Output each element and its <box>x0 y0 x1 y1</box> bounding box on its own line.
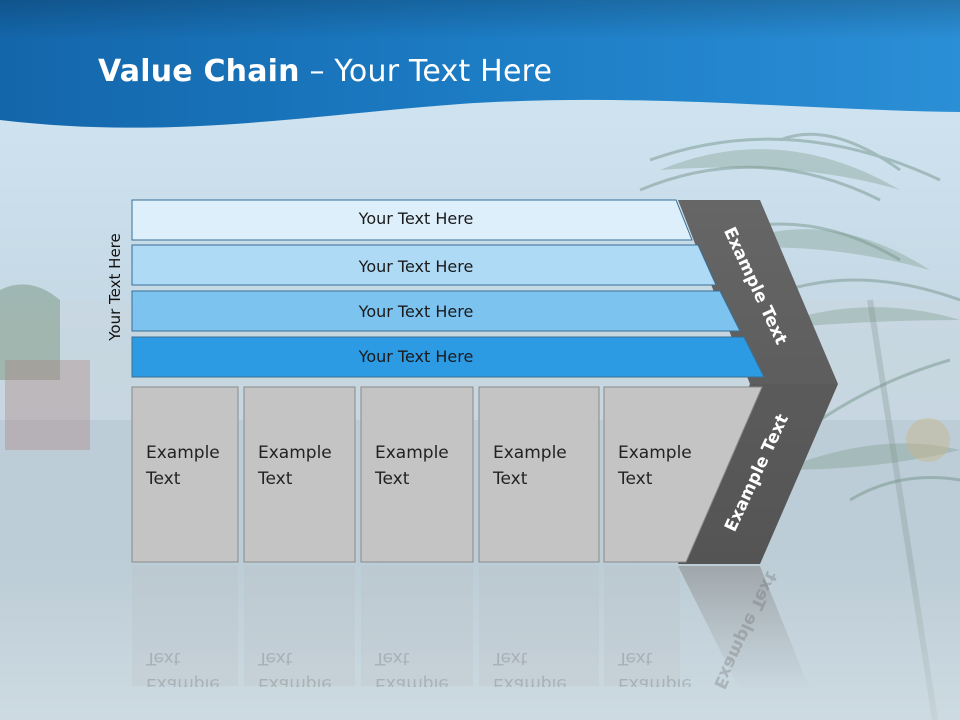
band-shape-3 <box>131 290 741 332</box>
band-shape-2 <box>131 244 717 286</box>
band-shape-1 <box>131 199 693 241</box>
box-4: Example Text <box>479 387 599 562</box>
box-shape-5 <box>603 386 763 563</box>
box-shape-2 <box>243 386 356 563</box>
box-5: Example Text <box>604 387 724 562</box>
box-label-2: Example Text <box>258 443 332 489</box>
title-bold: Value Chain <box>98 54 300 89</box>
band-shape-4 <box>131 336 765 378</box>
box-1: Example Text <box>132 387 238 562</box>
band-label-4: Your Text Here <box>358 347 474 366</box>
band-label-3: Your Text Here <box>358 302 474 321</box>
box-shape-1 <box>131 386 239 563</box>
band-label-2: Your Text Here <box>358 257 474 276</box>
box-3: Example Text <box>361 387 473 562</box>
band-label-1: Your Text Here <box>358 209 474 228</box>
box-2: Example Text <box>244 387 355 562</box>
box-label-4: Example Text <box>493 443 567 489</box>
box-shape-3 <box>360 386 474 563</box>
box-label-1: Example Text <box>146 443 220 489</box>
box-label-3: Example Text <box>375 443 449 489</box>
page-title: Value Chain – Your Text Here <box>98 54 552 89</box>
box-label-5: Example Text <box>618 443 692 489</box>
box-shape-4 <box>478 386 600 563</box>
title-rest: – Your Text Here <box>299 54 553 89</box>
